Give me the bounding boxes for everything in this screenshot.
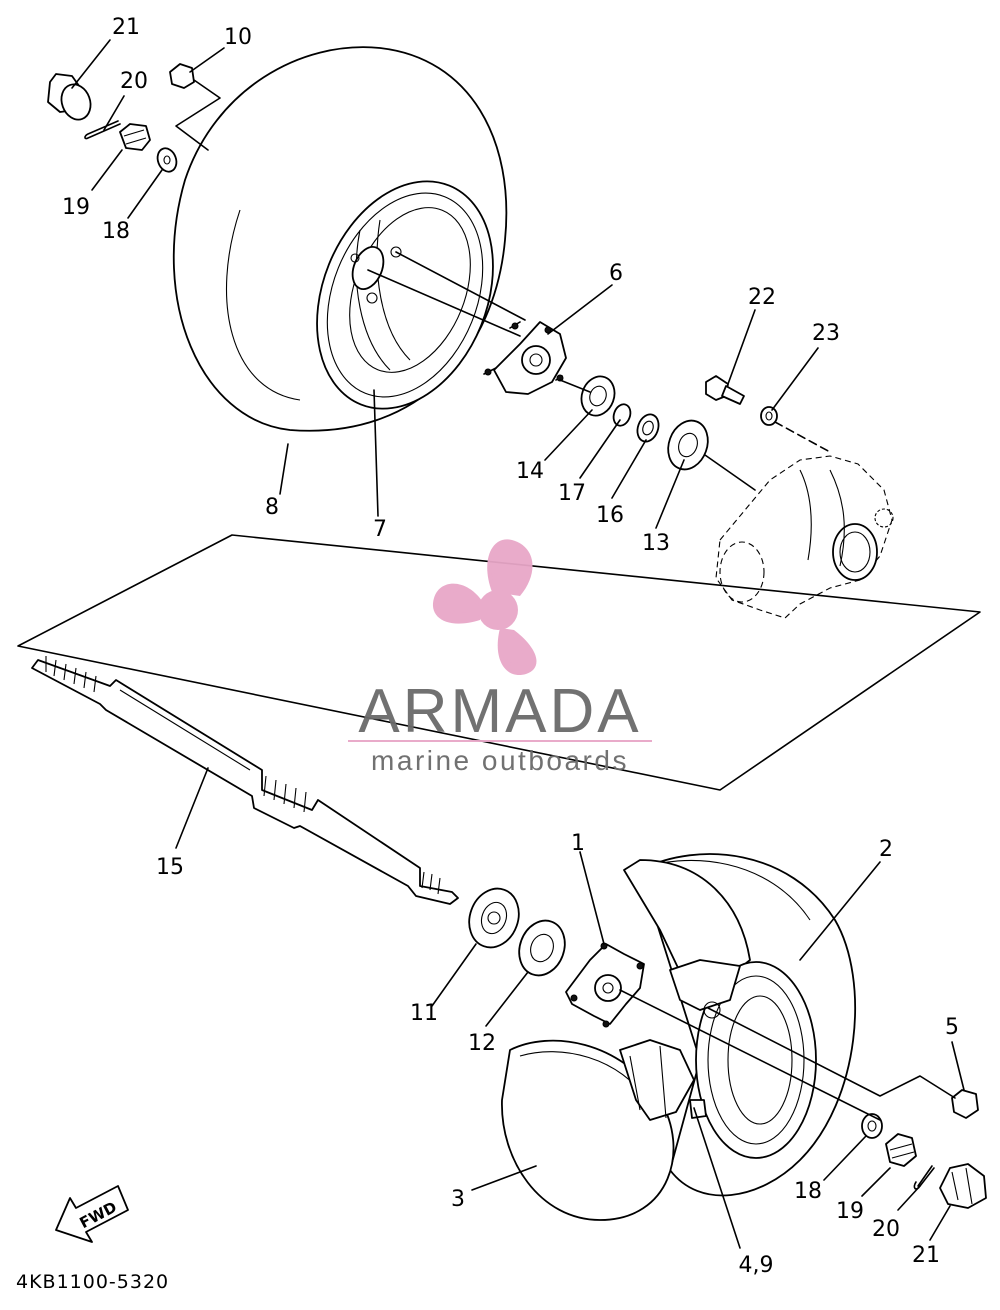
- callout-7: 7: [373, 517, 387, 542]
- callout-20-bottom: 20: [872, 1217, 900, 1242]
- final-drive-gear-case: [715, 455, 894, 619]
- callout-numbers: 21 10 20 19 18 6 22 23 14 17 16 13 8 7 1…: [62, 15, 959, 1278]
- upper-axle-centerline: [367, 251, 756, 491]
- watermark-tagline: marine outboards: [371, 745, 629, 776]
- lower-rim-rear-half: [623, 859, 817, 1159]
- bearing-part-14: [580, 375, 616, 417]
- lower-hardware: [619, 989, 987, 1249]
- callout-4-9: 4,9: [739, 1253, 774, 1278]
- upper-hardware: [47, 63, 221, 173]
- callout-11: 11: [410, 1001, 438, 1026]
- callout-12: 12: [468, 1031, 496, 1056]
- callout-23: 23: [812, 321, 840, 346]
- callout-18-top: 18: [102, 219, 130, 244]
- bearing-part-13: [667, 419, 709, 471]
- armada-watermark: ARMADA marine outboards: [348, 539, 652, 776]
- bolt-part-22: [705, 375, 745, 405]
- lower-rim-front-half: [619, 1039, 707, 1121]
- upper-rim-part-7: [316, 180, 494, 410]
- callout-16: 16: [596, 503, 624, 528]
- callout-19-top: 19: [62, 195, 90, 220]
- callout-17: 17: [558, 481, 586, 506]
- callout-8: 8: [265, 495, 279, 520]
- callout-1: 1: [571, 831, 585, 856]
- callout-21-bottom: 21: [912, 1243, 940, 1268]
- axle-shaft-part-15: [31, 656, 459, 905]
- propeller-logo-icon: [432, 539, 537, 676]
- bolt-guide-line: [774, 421, 831, 453]
- callout-20-top: 20: [120, 69, 148, 94]
- callout-18-bottom: 18: [794, 1179, 822, 1204]
- callout-13: 13: [642, 531, 670, 556]
- oring-part-17: [612, 403, 632, 427]
- callout-10: 10: [224, 25, 252, 50]
- callout-22: 22: [748, 285, 776, 310]
- callout-2: 2: [879, 837, 893, 862]
- washer-part-23: [760, 406, 778, 426]
- diagram-code: 4KB1100-5320: [16, 1271, 169, 1293]
- callout-3: 3: [451, 1187, 465, 1212]
- upper-hub-part-6: [483, 321, 567, 395]
- collar-part-16: [636, 413, 660, 443]
- watermark-brand: ARMADA: [358, 677, 641, 746]
- callout-15: 15: [156, 855, 184, 880]
- oil-seal-part-11: [468, 887, 520, 949]
- callout-21-top: 21: [112, 15, 140, 40]
- callout-5: 5: [945, 1015, 959, 1040]
- callout-6: 6: [609, 261, 623, 286]
- callout-14: 14: [516, 459, 544, 484]
- lower-hub-part-1: [565, 942, 645, 1028]
- leader-lines: [71, 39, 965, 1241]
- fwd-arrow-icon: FWD: [55, 1185, 129, 1243]
- callout-19-bottom: 19: [836, 1199, 864, 1224]
- oil-seal-part-12: [518, 919, 566, 977]
